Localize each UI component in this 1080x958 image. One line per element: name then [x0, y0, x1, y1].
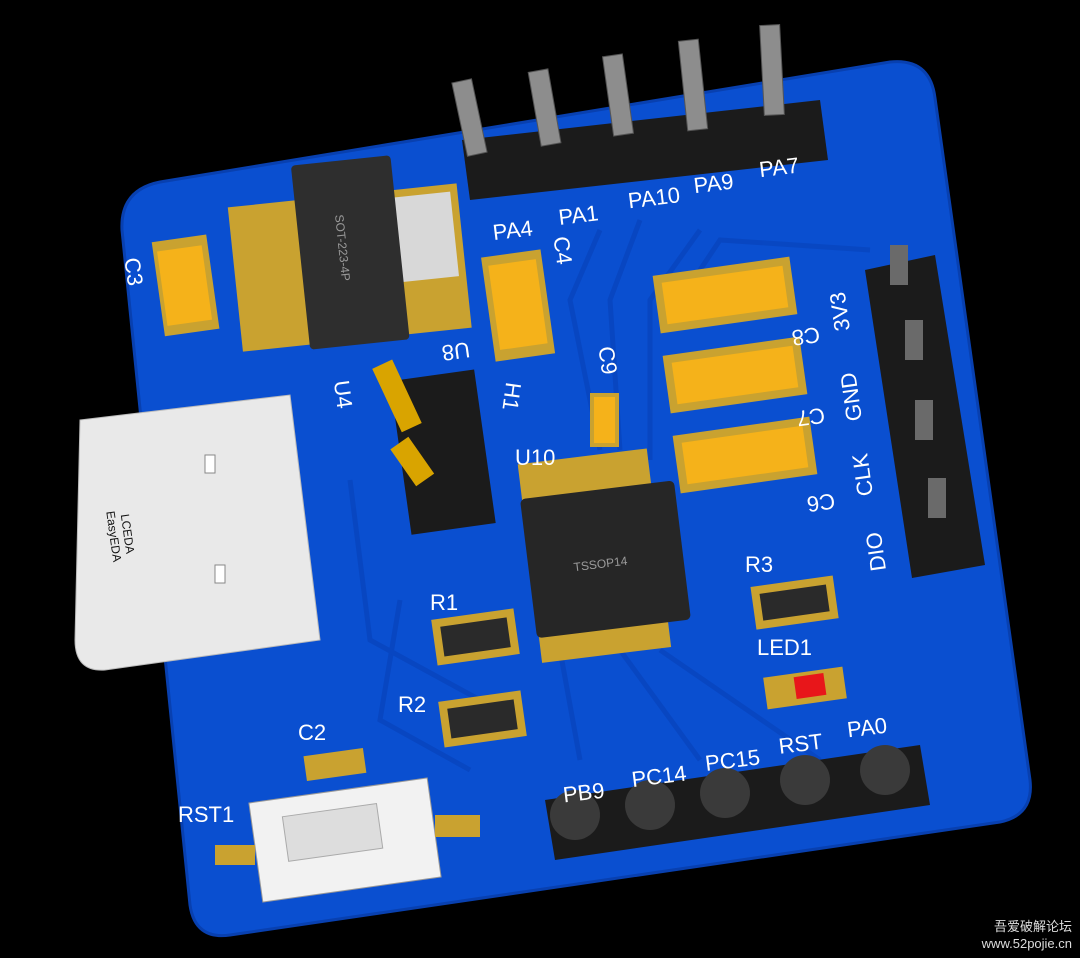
- watermark: 吾爱破解论坛 www.52pojie.cn: [982, 918, 1072, 952]
- pin-label-pb9: PB9: [562, 778, 606, 808]
- pin-header-bottom: [545, 745, 930, 860]
- watermark-title: 吾爱破解论坛: [993, 919, 1072, 934]
- capacitor-c8: [652, 256, 798, 334]
- pin-label-rst: RST: [777, 729, 824, 759]
- jumper-h1: [372, 359, 496, 535]
- capacitor-c6: [672, 416, 818, 494]
- pin-label-pa4: PA4: [491, 215, 534, 245]
- resistor-r1: [431, 608, 520, 666]
- pin-label-pa9: PA9: [692, 169, 735, 199]
- label-c4: C4: [548, 235, 577, 266]
- label-r2: R2: [398, 692, 426, 717]
- resistor-r3: [750, 575, 839, 630]
- led1: [763, 666, 847, 710]
- reset-button-rst1[interactable]: [215, 777, 480, 903]
- label-c8: C8: [790, 322, 821, 351]
- label-c3: C3: [119, 256, 148, 287]
- label-led1: LED1: [757, 635, 812, 660]
- mcu-package-label: TSSOP14: [573, 554, 629, 575]
- capacitor-c3: [151, 234, 220, 337]
- regulator-package-label: SOT-223-4P: [332, 214, 353, 282]
- label-r3: R3: [745, 552, 773, 577]
- mcu-u10: TSSOP14: [517, 448, 691, 663]
- capacitor-c9: [590, 393, 619, 447]
- pin-label-pa1: PA1: [557, 200, 600, 230]
- label-r1: R1: [430, 590, 458, 615]
- capacitor-c7: [662, 336, 808, 414]
- capacitor-c4: [481, 249, 556, 362]
- label-rst1: RST1: [178, 802, 234, 827]
- label-u4: U4: [329, 379, 358, 410]
- logo-lceda: LCEDA: [118, 513, 137, 555]
- label-h1: H1: [497, 381, 526, 412]
- pin-header-top: [451, 24, 828, 200]
- label-u10: U10: [515, 445, 555, 470]
- resistor-r2: [438, 690, 527, 748]
- label-c2: C2: [298, 720, 326, 745]
- pin-label-3v3: 3V3: [825, 291, 855, 333]
- capacitor-c2: [303, 747, 367, 782]
- label-u8: U8: [440, 337, 471, 366]
- watermark-url: www.52pojie.cn: [981, 936, 1072, 951]
- usb-c-connector-u4: LCEDA EasyEDA: [74, 394, 321, 671]
- pin-header-side: [865, 245, 985, 578]
- regulator-u8: SOT-223-4P: [227, 155, 472, 352]
- pin-label-clk: CLK: [847, 452, 878, 498]
- pin-label-dio: DIO: [861, 531, 891, 573]
- label-c7: C7: [795, 403, 826, 432]
- pin-label-pa7: PA7: [758, 152, 801, 182]
- label-c9: C9: [593, 345, 622, 376]
- pin-label-pa0: PA0: [846, 713, 889, 743]
- label-c6: C6: [805, 488, 836, 517]
